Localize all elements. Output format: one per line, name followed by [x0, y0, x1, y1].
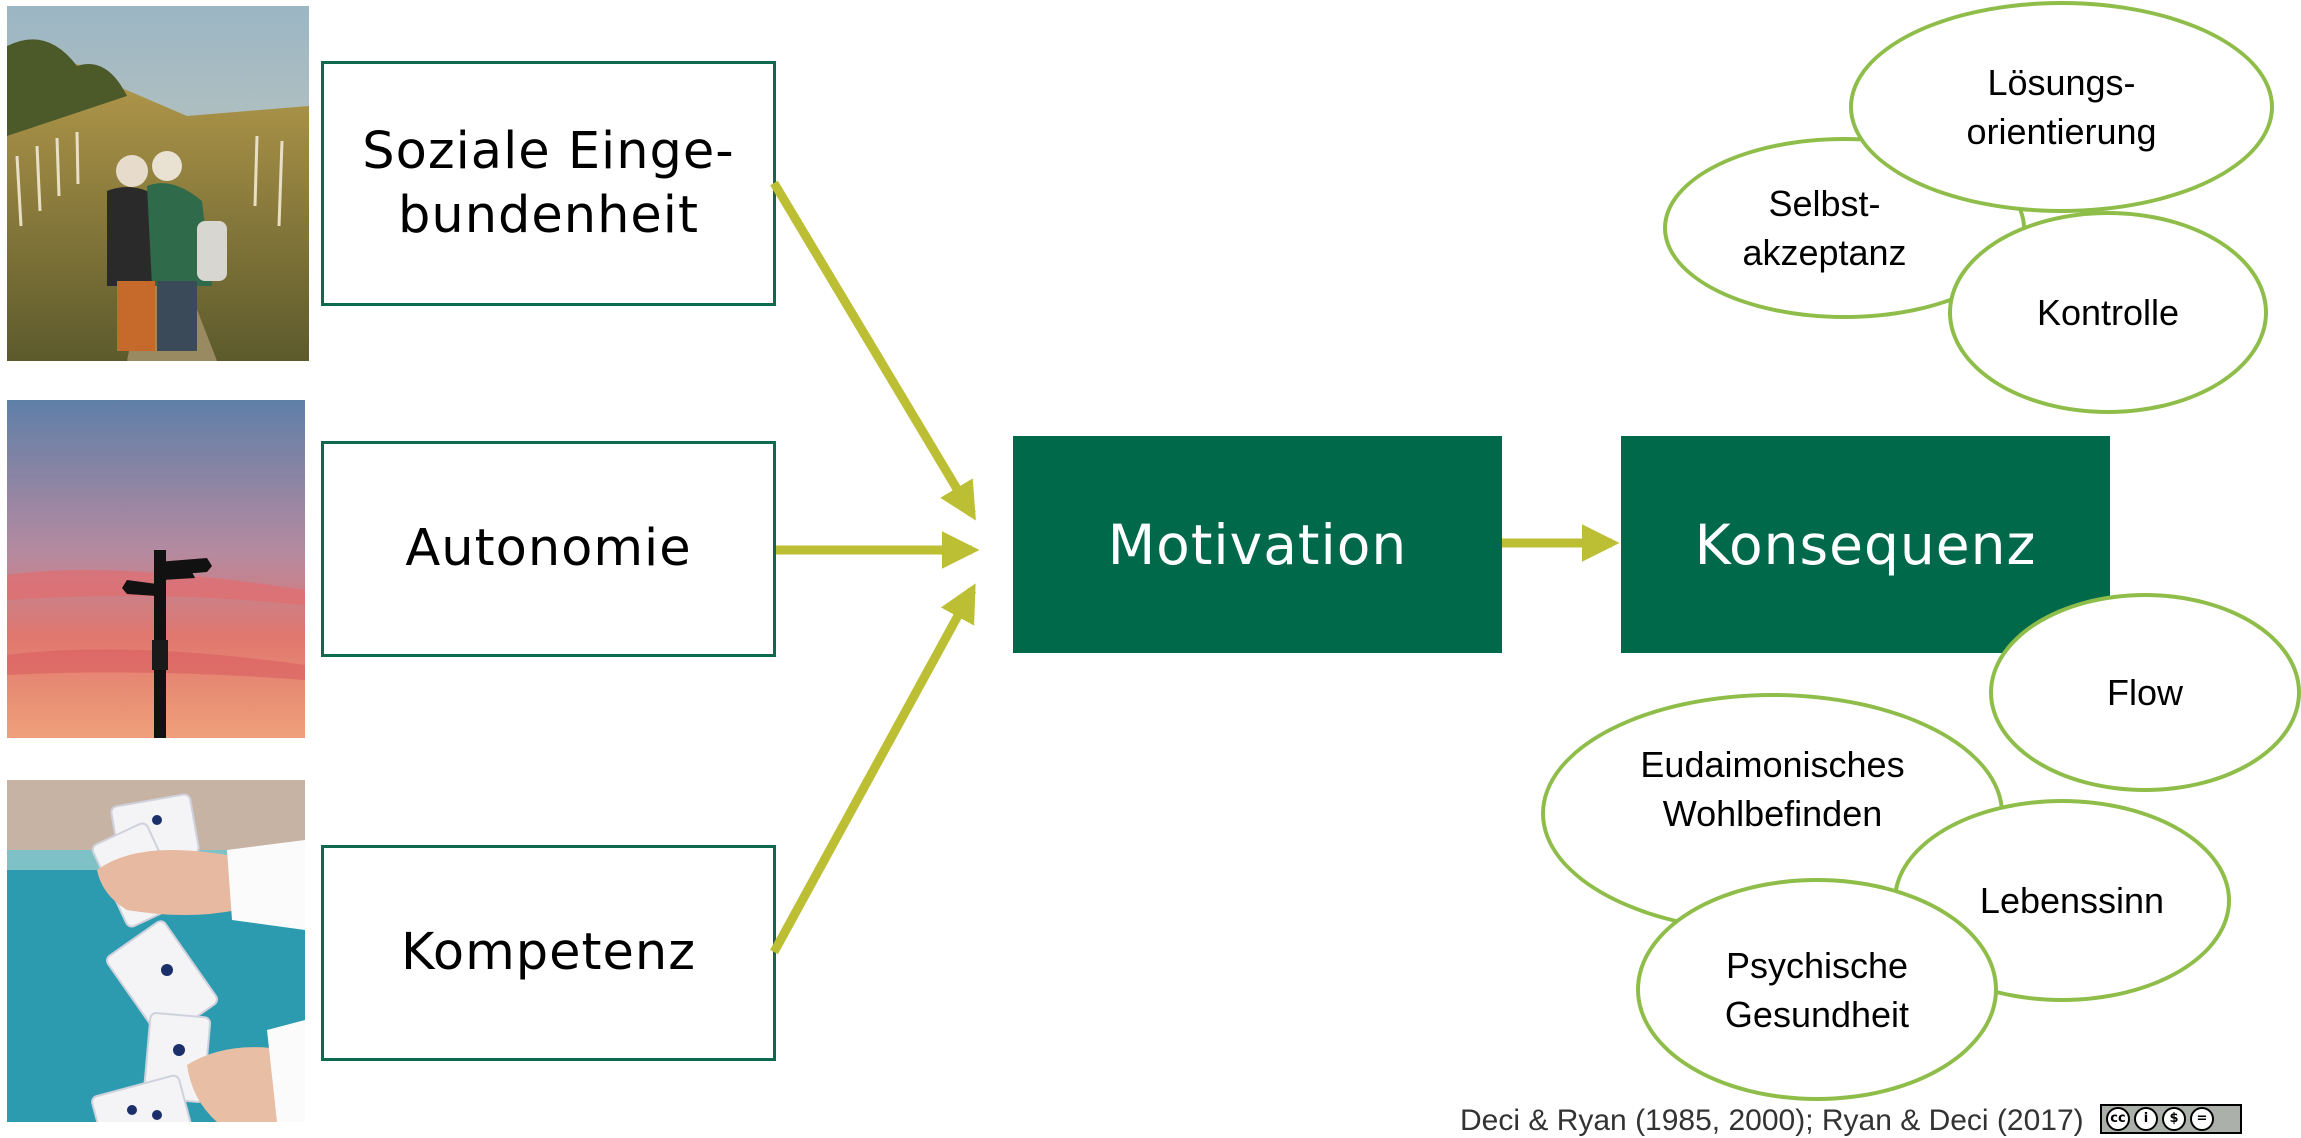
- photo-signpost-sunset: [7, 400, 305, 738]
- need-label-line2: bundenheit: [398, 185, 699, 245]
- ellipse-label-line1: Lösungs-: [1987, 62, 2136, 103]
- ellipse-label: Lebenssinn: [1979, 880, 2165, 921]
- ellipse-label-line1: Eudaimonisches: [1640, 743, 1905, 785]
- ellipse-flow: Flow: [1989, 593, 2301, 792]
- cc-glyph: $: [2162, 1107, 2186, 1131]
- motivation-label: Motivation: [1107, 512, 1408, 577]
- arrow-icon: [770, 583, 976, 955]
- ellipse-label-line2: Gesundheit: [1724, 993, 1910, 1035]
- motivation-box: Motivation: [1013, 436, 1502, 653]
- need-box-soziale-eingebundenheit: Soziale Einge- bundenheit: [321, 61, 776, 306]
- need-label-line1: Soziale Einge-: [362, 121, 735, 181]
- konsequenz-label: Konsequenz: [1694, 512, 2037, 577]
- need-box-autonomie: Autonomie: [321, 441, 776, 657]
- citation: Deci & Ryan (1985, 2000); Ryan & Deci (2…: [1460, 1104, 2084, 1137]
- need-label: Kompetenz: [400, 923, 696, 982]
- ellipse-label: Kontrolle: [2036, 292, 2180, 333]
- ellipse-label-line1: Psychische: [1725, 944, 1909, 986]
- ellipse-label-line2: orientierung: [1966, 111, 2157, 152]
- ellipse-label-line2: akzeptanz: [1742, 232, 1907, 273]
- cc-glyph: i: [2134, 1107, 2158, 1131]
- photo-friends-walking: [7, 6, 309, 361]
- need-label: Autonomie: [405, 519, 692, 578]
- ellipse-loesungsorientierung: Lösungs- orientierung: [1849, 1, 2274, 213]
- konsequenz-box: Konsequenz: [1621, 436, 2110, 653]
- ellipse-label-line2: Wohlbefinden: [1662, 792, 1883, 834]
- ellipse-kontrolle: Kontrolle: [1948, 211, 2268, 414]
- ellipse-psychische-gesundheit: Psychische Gesundheit: [1636, 878, 1998, 1101]
- arrow-icon: [770, 180, 976, 521]
- photo-cards-hand: [7, 780, 305, 1122]
- cc-glyph: cc: [2106, 1107, 2130, 1131]
- ellipse-label: Flow: [2106, 672, 2183, 713]
- cc-glyph: =: [2190, 1107, 2214, 1131]
- ellipse-label-line1: Selbst-: [1768, 183, 1881, 224]
- creative-commons-icon[interactable]: cc i $ =: [2100, 1104, 2242, 1134]
- need-box-kompetenz: Kompetenz: [321, 845, 776, 1061]
